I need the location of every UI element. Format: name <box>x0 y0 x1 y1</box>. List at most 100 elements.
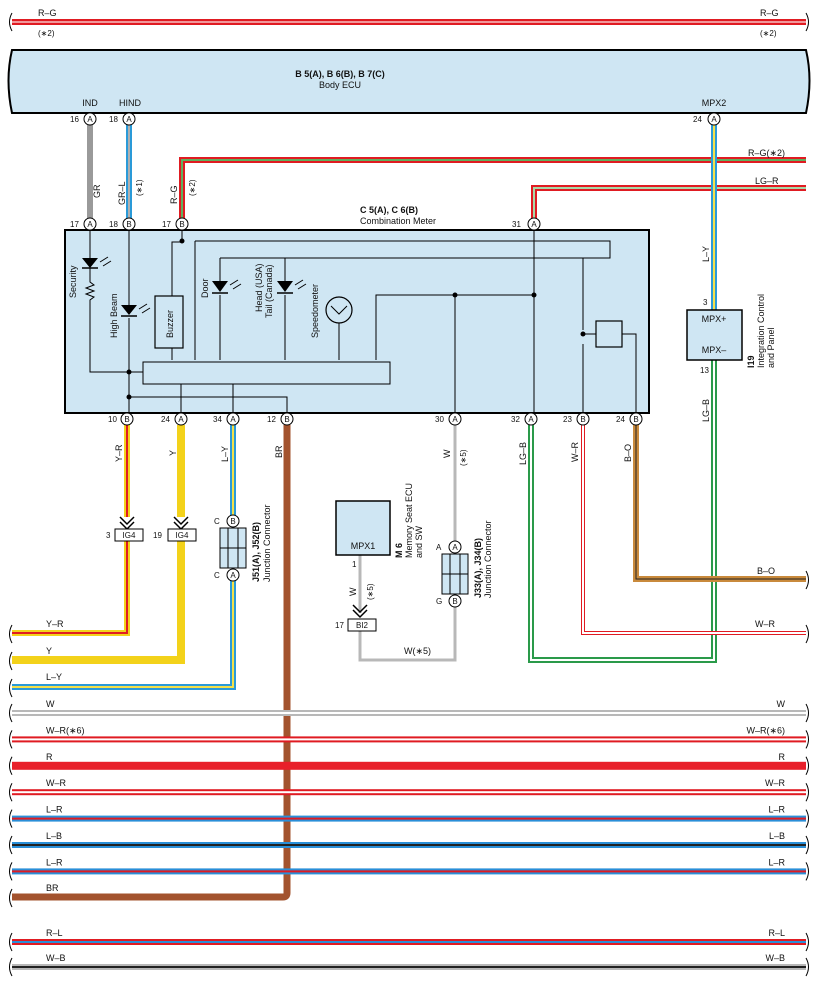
bus-label-left-5: L–B <box>46 831 62 841</box>
bus-label-left-1: W–R(∗6) <box>46 725 85 735</box>
pin-30a: 30 <box>435 415 444 424</box>
body-ecu-pin-mpx2: MPX2 <box>702 98 727 108</box>
speedometer-icon <box>325 296 353 324</box>
bus-label-right-6: L–R <box>768 857 785 867</box>
meter-pin-18b: B <box>122 217 136 231</box>
meter-ic-box <box>595 320 623 348</box>
ig4-b-pin: 19 <box>153 531 162 540</box>
ig4-b-label: IG4 <box>176 531 189 540</box>
body-ecu-box <box>7 49 811 114</box>
ecu-pin-16-num: 16 <box>70 115 79 124</box>
ecu-pin-24a: A <box>707 112 721 126</box>
bus-label-left-6: L–R <box>46 857 63 867</box>
bi2-pin: 17 <box>335 621 344 630</box>
bi2-connector <box>347 604 377 632</box>
memory-seat-box <box>335 500 391 556</box>
ig4-a-label: IG4 <box>123 531 136 540</box>
svg-text:B: B <box>633 415 638 424</box>
body-ecu-name: Body ECU <box>319 80 361 90</box>
high-beam-label: High Beam <box>109 293 119 338</box>
label-lg-b2: LG–B <box>518 442 528 465</box>
high-beam-led-icon <box>121 303 151 317</box>
memory-seat-pin-no: 1 <box>352 560 357 569</box>
meter-pin-17b-num: 17 <box>162 220 171 229</box>
label-y: Y <box>168 450 178 456</box>
security-label: Security <box>68 265 78 298</box>
integration-pin-bottom: 13 <box>700 366 709 375</box>
svg-text:A: A <box>87 115 93 124</box>
j33-name: Junction Connector <box>483 520 493 598</box>
label-w5: W <box>348 587 358 596</box>
svg-text:A: A <box>531 220 537 229</box>
bus-label-right-0: W <box>777 699 786 709</box>
label-note1: (∗1) <box>135 179 144 196</box>
svg-text:A: A <box>528 415 534 424</box>
ig4-connector-a <box>114 516 144 542</box>
body-ecu-pin-ind: IND <box>82 98 98 108</box>
pin-23b: 23 <box>563 415 572 424</box>
ecu-pin-18-num: 18 <box>109 115 118 124</box>
bottom-bus-label-right-1: W–B <box>765 953 785 963</box>
integration-panel-box <box>686 309 743 361</box>
j51-id: J51(A), J52(B) <box>251 522 261 582</box>
bottom-bus-label-right-0: R–L <box>768 928 785 938</box>
j51-name: Junction Connector <box>262 504 272 582</box>
meter-pin-31a-num: 31 <box>512 220 521 229</box>
wire-b-o <box>633 425 806 582</box>
body-ecu-id: B 5(A), B 6(B), B 7(C) <box>295 69 385 79</box>
bus-label-y-r: Y–R <box>46 619 64 629</box>
bottom-bus-line-1: W–B W–B <box>9 953 809 977</box>
bus-label-right-2: R <box>779 752 786 762</box>
meter-pin-17a-num: 17 <box>70 220 79 229</box>
j33-a: A <box>452 543 458 552</box>
junction-j51 <box>219 514 247 582</box>
wire-w-r <box>581 425 806 635</box>
label-gr-l: GR–L <box>117 181 127 205</box>
svg-text:B: B <box>580 415 585 424</box>
label-gr: GR <box>92 184 102 198</box>
bottom-bus-label-left-1: W–B <box>46 953 66 963</box>
head-tail-led-icon <box>277 279 307 294</box>
meter-bottom-pins: B A A B A A B B <box>120 412 643 426</box>
j33-id: J33(A), J34(B) <box>473 538 483 598</box>
integration-mpx-plus: MPX+ <box>702 314 727 324</box>
wire-lg-r <box>531 185 806 220</box>
j33-a1: A <box>436 543 442 552</box>
ecu-pin-18a: A <box>122 112 136 126</box>
pin-10b: 10 <box>108 415 117 424</box>
meter-pin-17b: B <box>175 217 189 231</box>
memory-seat-name2: and SW <box>414 525 424 558</box>
integration-mpx-minus: MPX– <box>702 345 727 355</box>
bus-label-w-r: W–R <box>755 619 776 629</box>
junction-j33 <box>441 540 469 608</box>
bus-label-right-1: W–R(∗6) <box>746 725 785 735</box>
wire-br <box>12 425 291 901</box>
label-w: W <box>442 449 452 458</box>
label-br: BR <box>274 445 284 458</box>
buzzer-box <box>154 295 184 349</box>
label-note2: (∗2) <box>188 179 197 196</box>
security-led-icon <box>82 256 112 269</box>
integration-name2: and Panel <box>766 327 776 368</box>
integration-name1: Integration Control <box>756 294 766 368</box>
label-l-y2: L–Y <box>220 446 230 462</box>
svg-text:A: A <box>178 415 184 424</box>
bus-label-right-5: L–B <box>769 831 785 841</box>
bus-top-note-right: (∗2) <box>760 29 777 38</box>
meter-junction-dots <box>126 238 586 400</box>
integration-id: I19 <box>746 355 756 368</box>
pin-24a: 24 <box>161 415 170 424</box>
bus-label-right-4: L–R <box>768 805 785 815</box>
label-b-o: B–O <box>623 444 633 462</box>
wire-w-note5 <box>358 601 457 662</box>
bus-label-left-0: W <box>46 699 55 709</box>
svg-text:A: A <box>711 115 717 124</box>
bus-top-label-right: R–G <box>760 8 779 18</box>
j51-c2: C <box>214 571 220 580</box>
